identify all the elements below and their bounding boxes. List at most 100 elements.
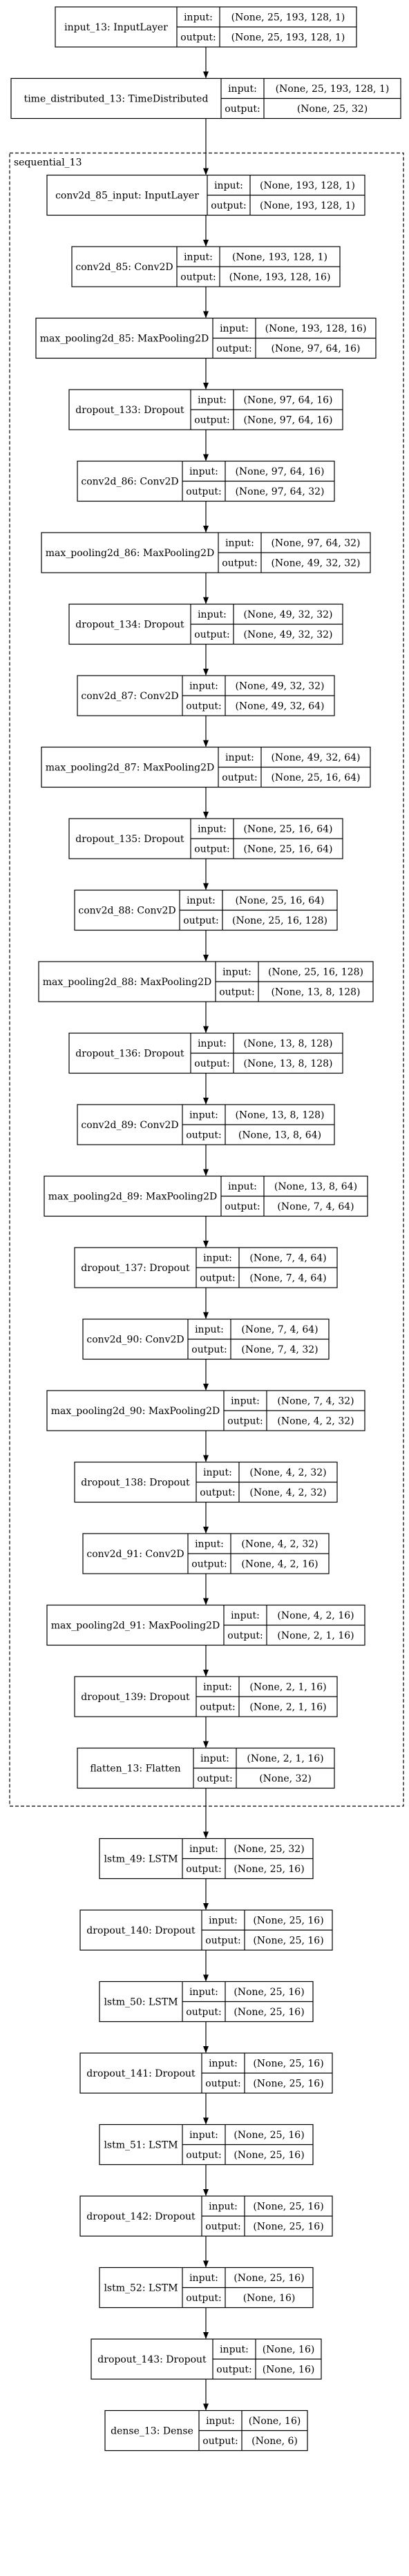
layer-name: dropout_141: Dropout bbox=[86, 2068, 196, 2079]
layer-name: conv2d_91: Conv2D bbox=[86, 1549, 184, 1560]
output-port-label: output: bbox=[194, 629, 229, 640]
output-shape: (None, 97, 64, 16) bbox=[271, 343, 360, 354]
layer-name: dropout_138: Dropout bbox=[81, 1478, 190, 1489]
output-port-label: output: bbox=[186, 486, 221, 497]
output-shape: (None, 25, 16) bbox=[253, 1936, 323, 1947]
layer-name: max_pooling2d_89: MaxPooling2D bbox=[48, 1192, 217, 1203]
input-port-label: input: bbox=[184, 12, 213, 23]
input-shape: (None, 97, 64, 16) bbox=[243, 395, 332, 406]
output-shape: (None, 25, 16, 128) bbox=[232, 915, 327, 926]
input-shape: (None, 25, 16) bbox=[253, 2202, 323, 2213]
node-conv2d-87: conv2d_87: Conv2D input: output: (None, 49,… bbox=[77, 675, 335, 716]
output-shape: (None, 13, 8, 64) bbox=[238, 1130, 321, 1141]
input-shape: (None, 13, 8, 64) bbox=[274, 1181, 357, 1192]
layer-name: flatten_13: Flatten bbox=[90, 1764, 180, 1775]
input-shape: (None, 25, 16) bbox=[234, 1987, 304, 1998]
layer-name: dropout_134: Dropout bbox=[75, 620, 184, 631]
node-max-pooling2d-85: max_pooling2d_85: MaxPooling2Dinput:outp… bbox=[35, 317, 377, 359]
layer-name: conv2d_87: Conv2D bbox=[81, 691, 178, 702]
layer-name: lstm_50: LSTM bbox=[104, 1997, 178, 2008]
node-dropout-137: dropout_137: Dropoutinput:output:(None, … bbox=[74, 1247, 338, 1288]
input-port-label: input: bbox=[203, 1682, 232, 1693]
layer-name: dropout_139: Dropout bbox=[81, 1692, 190, 1703]
input-shape: (None, 13, 8, 128) bbox=[243, 1038, 332, 1049]
output-port-label: output: bbox=[219, 987, 254, 998]
input-shape: (None, 49, 32, 32) bbox=[235, 681, 324, 692]
input-shape: (None, 16) bbox=[249, 2416, 301, 2427]
input-port-label: input: bbox=[214, 180, 243, 191]
node-dropout-135: dropout_135: Dropoutinput:output:(None, … bbox=[68, 818, 343, 859]
output-port-label: output: bbox=[200, 1273, 235, 1284]
output-port-label: output: bbox=[211, 200, 246, 211]
output-shape: (None, 25, 193, 128, 1) bbox=[231, 32, 345, 44]
input-port-label: input: bbox=[189, 681, 218, 692]
node-dropout-141: dropout_141: Dropoutinput:output:(None, … bbox=[79, 2052, 333, 2094]
input-shape: (None, 4, 2, 32) bbox=[249, 1467, 326, 1478]
node-max-pooling2d-90: max_pooling2d_90: MaxPooling2Dinput:outp… bbox=[46, 1390, 365, 1431]
layer-name: dropout_133: Dropout bbox=[75, 405, 184, 416]
output-shape: (None, 7, 4, 32) bbox=[241, 1344, 318, 1355]
layer-name: max_pooling2d_85: MaxPooling2D bbox=[40, 334, 209, 345]
input-shape: (None, 7, 4, 64) bbox=[241, 1324, 318, 1335]
layer-name: lstm_49: LSTM bbox=[104, 1854, 178, 1865]
input-port-label: input: bbox=[231, 1610, 260, 1621]
input-port-label: input: bbox=[189, 2130, 218, 2141]
output-port-label: output: bbox=[194, 844, 229, 855]
layer-name: input_13: InputLayer bbox=[64, 22, 168, 33]
layer-name: lstm_52: LSTM bbox=[104, 2283, 178, 2294]
output-shape: (None, 193, 128, 16) bbox=[229, 272, 331, 283]
input-port-label: input: bbox=[187, 895, 216, 906]
output-shape: (None, 2, 1, 16) bbox=[277, 1630, 354, 1641]
node-dropout-134: dropout_134: Dropoutinput:output:(None, … bbox=[68, 603, 343, 645]
input-port-label: input: bbox=[209, 1916, 238, 1927]
input-port-label: input: bbox=[189, 1110, 218, 1121]
layer-name: dropout_142: Dropout bbox=[86, 2211, 196, 2222]
output-port-label: output: bbox=[205, 2222, 240, 2233]
node-max-pooling2d-89: max_pooling2d_89: MaxPooling2Dinput:outp… bbox=[44, 1175, 368, 1217]
node-dropout-136: dropout_136: Dropoutinput:output:(None, … bbox=[68, 1032, 343, 1074]
output-port-label: output: bbox=[180, 272, 216, 283]
input-port-label: input: bbox=[225, 752, 254, 763]
input-shape: (None, 49, 32, 32) bbox=[243, 609, 332, 620]
node-dropout-133: dropout_133: Dropoutinput:output:(None, … bbox=[68, 389, 343, 430]
layer-name: dropout_136: Dropout bbox=[75, 1049, 184, 1060]
input-shape: (None, 193, 128, 1) bbox=[232, 252, 327, 263]
cluster-layer: sequential_13 bbox=[9, 152, 404, 1807]
node-dropout-143: dropout_143: Dropoutinput:output:(None, … bbox=[91, 2338, 322, 2380]
input-port-label: input: bbox=[189, 466, 218, 477]
output-port-label: output: bbox=[197, 1773, 232, 1784]
input-port-label: input: bbox=[200, 1753, 229, 1764]
output-port-label: output: bbox=[205, 1936, 240, 1947]
output-shape: (None, 25, 16) bbox=[234, 1864, 304, 1875]
input-shape: (None, 49, 32, 64) bbox=[271, 752, 360, 763]
input-shape: (None, 25, 32) bbox=[234, 1844, 304, 1855]
node-input-13: input_13: InputLayerinput:output:(None, … bbox=[55, 6, 357, 48]
input-shape: (None, 2, 1, 16) bbox=[247, 1753, 323, 1764]
output-port-label: output: bbox=[216, 343, 251, 354]
input-shape: (None, 25, 16) bbox=[234, 2130, 304, 2141]
output-port-label: output: bbox=[191, 1344, 227, 1355]
nodes-layer: input_13: InputLayer input: output: (None, … bbox=[10, 6, 401, 2452]
input-port-label: input: bbox=[189, 1844, 218, 1855]
output-shape: (None, 25, 16) bbox=[253, 2222, 323, 2233]
input-shape: (None, 7, 4, 64) bbox=[249, 1253, 326, 1264]
input-port-label: input: bbox=[220, 2345, 249, 2356]
output-shape: (None, 4, 2, 32) bbox=[277, 1416, 354, 1427]
output-port-label: output: bbox=[186, 701, 221, 712]
node-flatten-13: flatten_13: Flatten input: output: (None, 2… bbox=[77, 1747, 335, 1789]
node-max-pooling2d-91: max_pooling2d_91: MaxPooling2Dinput:outp… bbox=[46, 1604, 365, 1646]
output-shape: (None, 7, 4, 64) bbox=[249, 1273, 326, 1284]
input-shape: (None, 25, 16, 64) bbox=[243, 824, 332, 835]
input-port-label: input: bbox=[189, 1987, 218, 1998]
output-port-label: output: bbox=[200, 1702, 235, 1713]
input-shape: (None, 4, 2, 16) bbox=[277, 1610, 354, 1621]
output-shape: (None, 193, 128, 1) bbox=[260, 200, 355, 211]
layer-name: conv2d_90: Conv2D bbox=[86, 1335, 184, 1346]
output-shape: (None, 25, 16, 64) bbox=[243, 844, 332, 855]
input-port-label: input: bbox=[206, 2416, 235, 2427]
input-port-label: input: bbox=[195, 1324, 224, 1335]
